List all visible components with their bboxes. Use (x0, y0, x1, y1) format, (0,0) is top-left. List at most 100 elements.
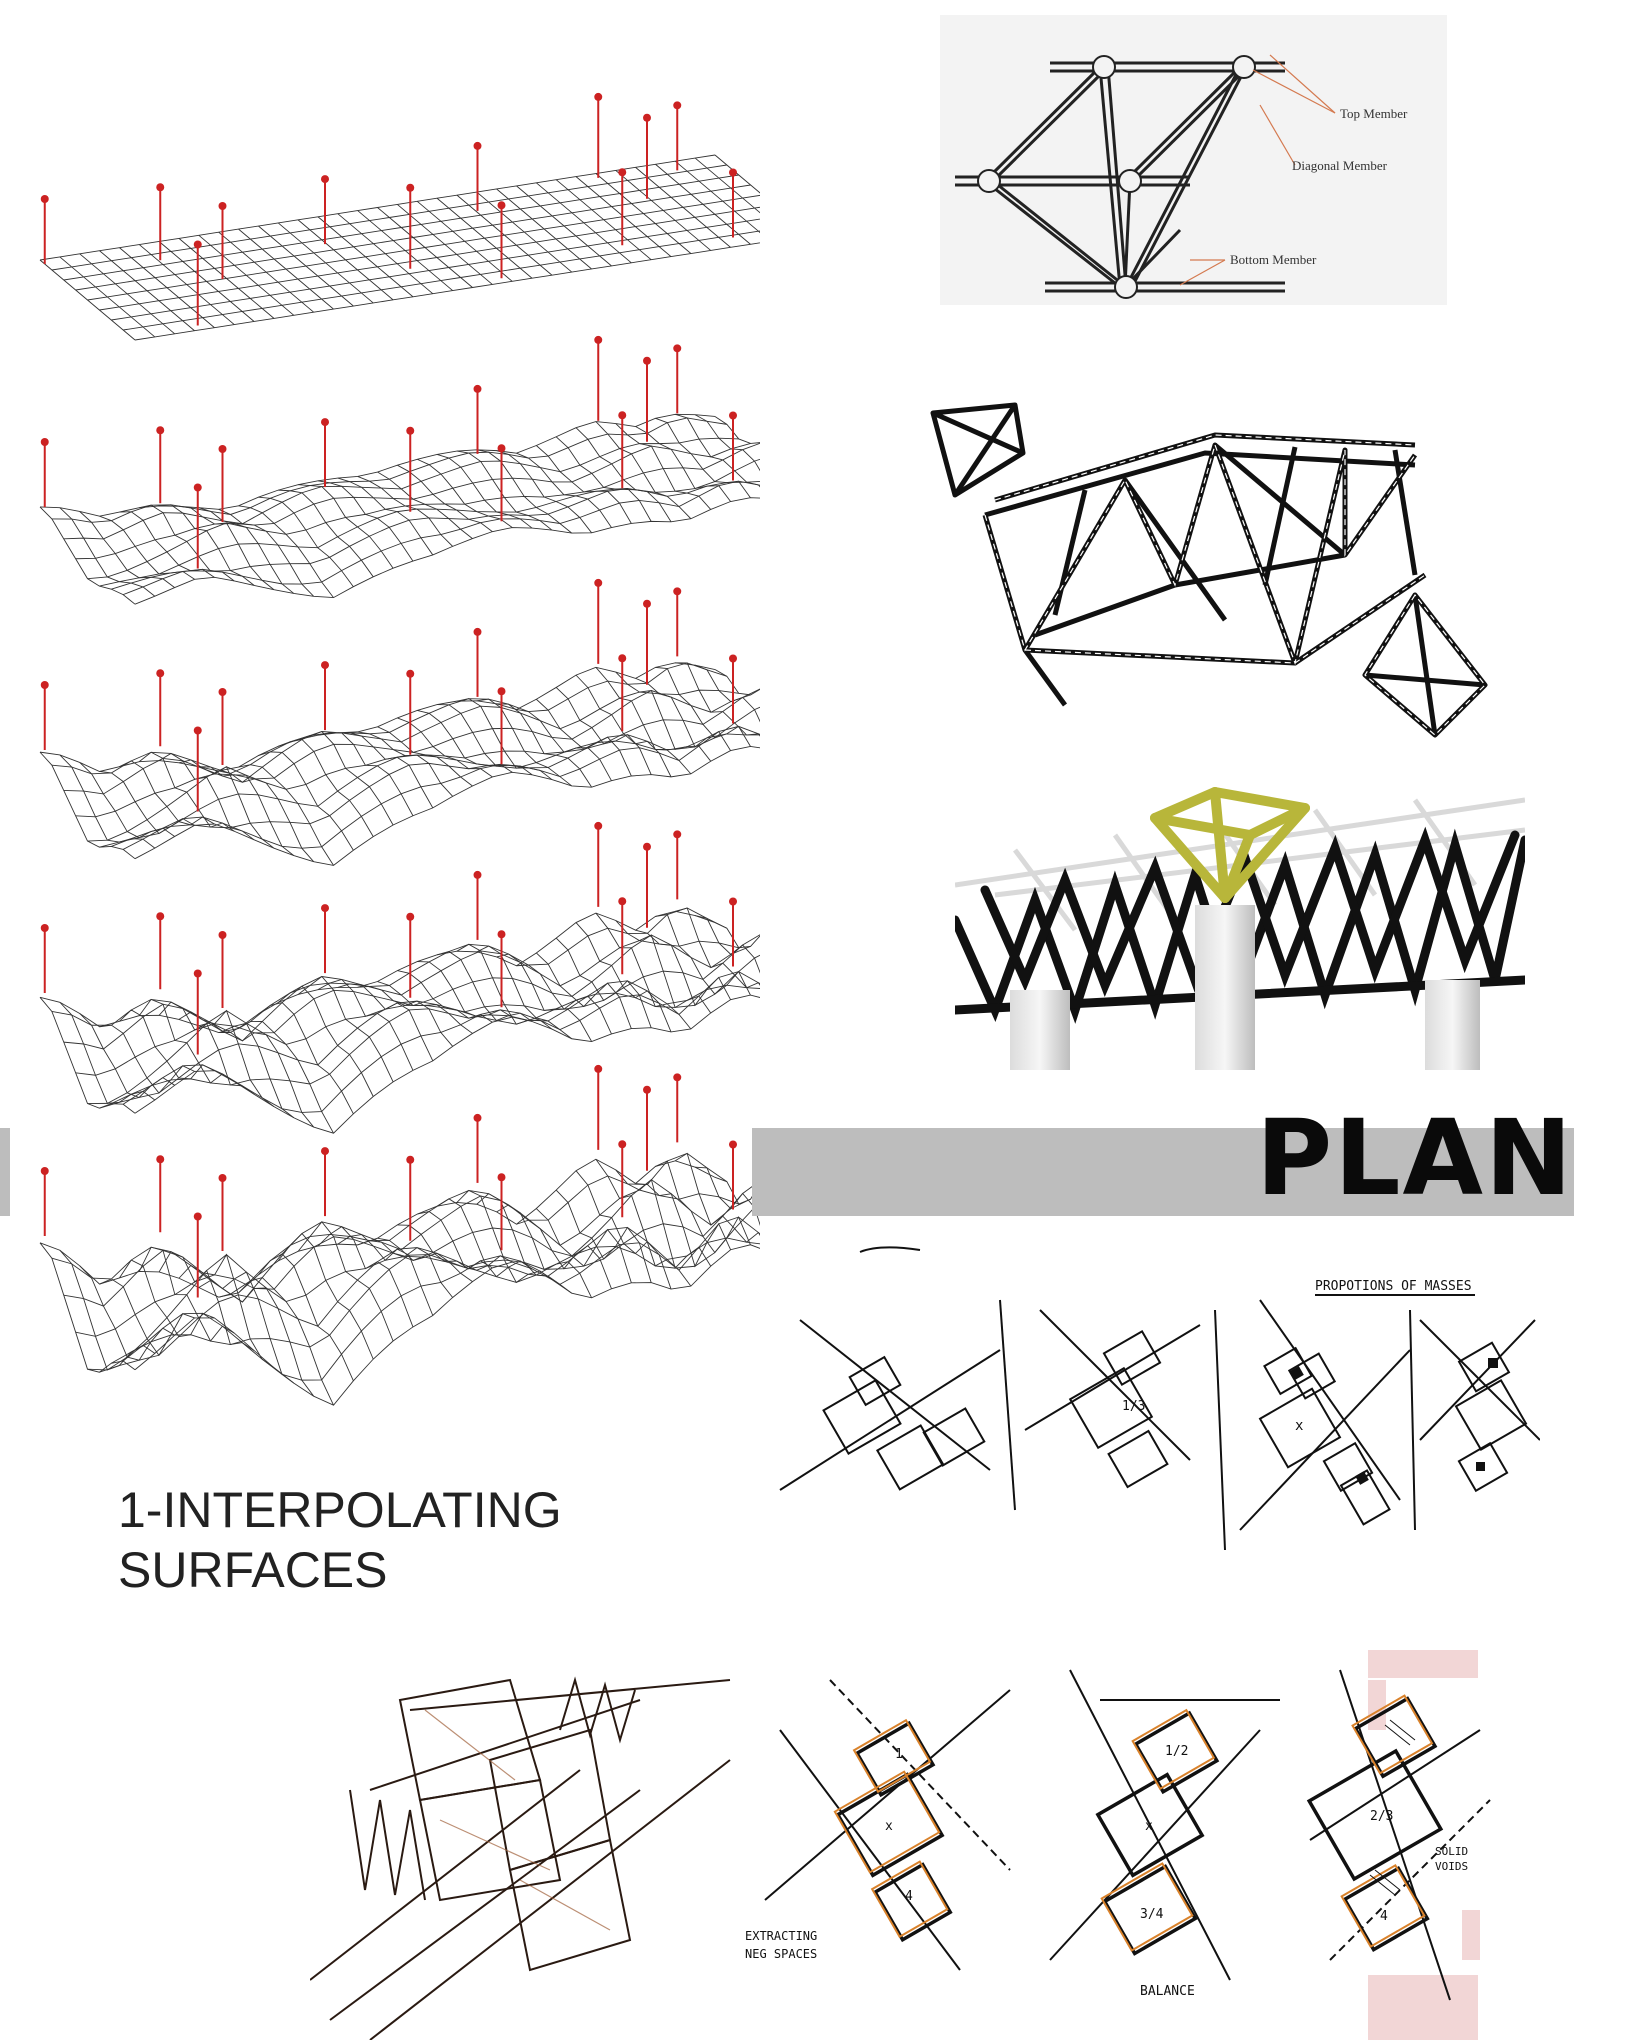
pin-head (594, 335, 603, 344)
pin-head (497, 687, 506, 696)
pin-head (729, 897, 737, 906)
pink-accent-right (1462, 1910, 1480, 1960)
pin-head (156, 912, 165, 921)
space-frame-3d (925, 385, 1505, 745)
pin-head (643, 1085, 651, 1094)
proportion-sketch-drawing: PROPOTIONS OF MASSES 1/3 x (779, 1246, 1540, 1551)
pin-head (193, 483, 202, 492)
pink-accent-bottom (1368, 1975, 1478, 2040)
pin-head (618, 411, 627, 420)
surface-mesh-5 (39, 1152, 760, 1406)
pin-head (594, 821, 603, 830)
sketch3-x-label: x (1295, 1418, 1303, 1434)
pin-head (643, 842, 651, 851)
pin-head (40, 1167, 49, 1175)
sketchc-half-label: 1/2 (1165, 1744, 1188, 1759)
surface-mesh-4 (39, 907, 760, 1134)
space-frame-drawing (930, 402, 1488, 738)
pin-head (218, 688, 227, 696)
sketchb-x-label: x (885, 1819, 893, 1834)
pin-head (729, 1140, 737, 1149)
surface-pins-2 (40, 335, 737, 569)
massing-sketch-drawing: EXTRACTING NEG SPACES x 4 1 (310, 1650, 1491, 2040)
surface-mesh-2 (39, 413, 760, 605)
truss-member-drawing: Top Member Diagonal Member Bottom Member (955, 54, 1408, 299)
proportions-note: PROPOTIONS OF MASSES (1315, 1279, 1472, 1294)
pin-head (473, 870, 482, 879)
diagonal-member-label: Diagonal Member (1292, 158, 1388, 173)
pin-head (406, 912, 415, 921)
pin-head (40, 438, 49, 446)
sketchc-three-quarter-label: 3/4 (1140, 1907, 1164, 1922)
pink-accent-mid (1368, 1680, 1386, 1730)
sketchb-one-label: 1 (895, 1747, 903, 1762)
voids-note: VOIDS (1435, 1860, 1468, 1873)
sketchc-x-label: x (1145, 1819, 1153, 1834)
pin-head (673, 1073, 682, 1082)
pin-head (473, 627, 482, 636)
pin-head (218, 931, 227, 939)
pin-head (729, 168, 737, 177)
pin-head (618, 168, 627, 177)
pin-head (406, 183, 415, 192)
pin-head (497, 930, 506, 939)
pin-head (729, 411, 737, 420)
pin-head (406, 669, 415, 678)
sketchd-fraction: 2/3 (1370, 1809, 1393, 1824)
pin-head (193, 1212, 202, 1221)
massing-sketches: EXTRACTING NEG SPACES x 4 1 (310, 1640, 1510, 2040)
pin-head (643, 113, 651, 122)
pin-head (673, 101, 682, 110)
surface-mesh-1 (39, 154, 760, 341)
neg-spaces-note: NEG SPACES (745, 1947, 817, 1961)
pin-head (673, 587, 682, 596)
pin-head (473, 141, 482, 150)
pin-head (473, 1113, 482, 1122)
top-member-label: Top Member (1340, 106, 1408, 121)
pin-head (594, 1064, 603, 1073)
pin-head (218, 1174, 227, 1182)
left-gray-bar-stub (0, 1128, 10, 1216)
pin-head (156, 426, 165, 435)
pin-head (497, 444, 506, 453)
pin-head (729, 654, 737, 663)
interpolating-surfaces-diagram (39, 92, 760, 1406)
space-frame-render-drawing (955, 787, 1525, 1070)
truss-member-detail: Top Member Diagonal Member Bottom Member (940, 15, 1447, 305)
pin-head (40, 195, 49, 203)
pin-head (40, 924, 49, 932)
pin-head (406, 426, 415, 435)
caption-line-1: 1-INTERPOLATING (118, 1482, 562, 1538)
pin-head (321, 1147, 329, 1156)
pin-head (321, 661, 329, 670)
bottom-member-label: Bottom Member (1230, 252, 1317, 267)
pin-head (218, 445, 227, 453)
pin-head (643, 356, 651, 365)
pin-head (156, 669, 165, 678)
surface-pins-5 (40, 1064, 737, 1298)
pin-head (321, 904, 329, 913)
surface-mesh-3 (39, 662, 760, 866)
pin-head (497, 201, 506, 210)
pin-head (673, 344, 682, 353)
pink-accent-top (1368, 1650, 1478, 1678)
pin-head (193, 969, 202, 978)
caption-line-2: SURFACES (118, 1542, 388, 1598)
surface-pins-3 (40, 578, 737, 812)
pin-head (497, 1173, 506, 1182)
pin-head (321, 175, 329, 184)
pin-head (40, 681, 49, 689)
pin-head (643, 599, 651, 608)
pin-head (618, 897, 627, 906)
solid-note: SOLID (1435, 1845, 1468, 1858)
plan-section-bar: PLAN (752, 1106, 1574, 1216)
pin-head (193, 726, 202, 735)
plan-title: PLAN (1255, 1097, 1574, 1219)
pin-head (594, 578, 603, 587)
pin-head (594, 92, 603, 101)
pin-head (618, 1140, 627, 1149)
balance-note: BALANCE (1140, 1984, 1195, 1999)
sketchb-four-label: 4 (905, 1889, 913, 1904)
pin-head (218, 202, 227, 210)
surface-pins-1 (40, 92, 737, 326)
